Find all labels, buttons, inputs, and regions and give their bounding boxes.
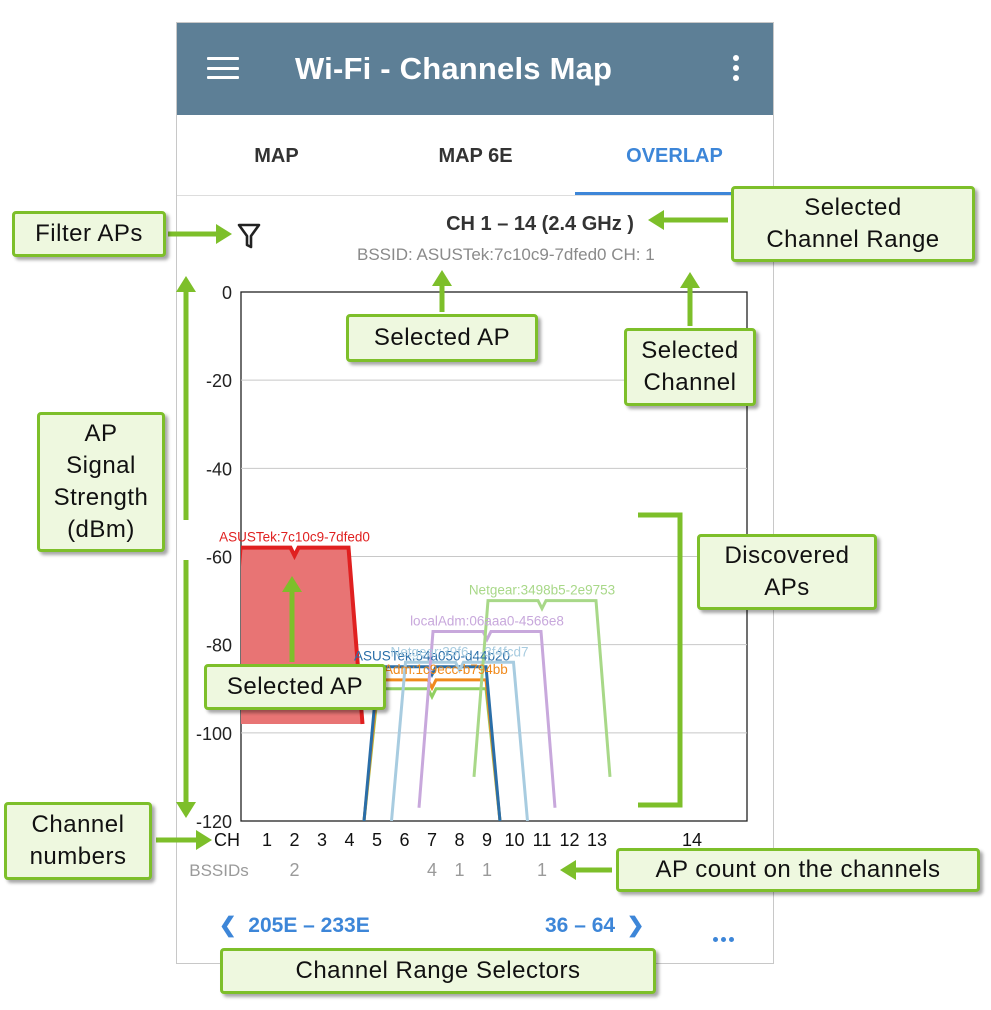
callout-channel-numbers: Channel numbers: [4, 802, 152, 880]
x-tick-label: 1: [262, 830, 272, 850]
callout-ap-signal-strength: AP Signal Strength (dBm): [37, 412, 165, 552]
tab-map[interactable]: MAP: [254, 145, 299, 167]
y-tick-label: -40: [206, 459, 232, 479]
arrow-channel-numbers-head: [196, 830, 212, 850]
x-tick-label: 5: [372, 830, 382, 850]
arrow-selected-ap-chart-head: [282, 576, 302, 592]
ap-signal-curve[interactable]: [390, 660, 529, 821]
x-tick-label: 3: [317, 830, 327, 850]
bssid-count: 4: [427, 860, 437, 880]
callout-channel-range-selectors: Channel Range Selectors: [220, 948, 656, 994]
arrow-selected-ap-top-head: [432, 270, 452, 286]
x-tick-label: 4: [344, 830, 354, 850]
filter-icon[interactable]: [237, 221, 261, 251]
x-tick-label: 6: [399, 830, 409, 850]
x-tick-label: 8: [454, 830, 464, 850]
ap-name-label: ASUSTek:7c10c9-7dfed0: [219, 530, 370, 545]
y-tick-label: -80: [206, 636, 232, 656]
chevron-left-icon: ❮: [219, 914, 237, 937]
app-title: Wi-Fi - Channels Map: [295, 51, 613, 86]
selected-bssid-label: BSSID: ASUSTek:7c10c9-7dfed0 CH: 1: [357, 245, 655, 264]
callout-ap-count: AP count on the channels: [616, 848, 980, 892]
bssid-count: 1: [482, 860, 492, 880]
x-tick-label: 9: [482, 830, 492, 850]
next-range-button[interactable]: 36 – 64 ❯: [545, 913, 644, 938]
x-tick-label: 2: [289, 830, 299, 850]
y-tick-label: -120: [196, 812, 232, 832]
arrow-ap-count-head: [560, 860, 576, 880]
ap-signal-curve[interactable]: [472, 599, 612, 778]
ap-signal-curve[interactable]: [417, 629, 557, 808]
arrow-signal-up-head: [176, 276, 196, 292]
x-tick-label: 10: [504, 830, 524, 850]
bssid-count-label: BSSIDs: [189, 861, 249, 880]
tab-map-6e[interactable]: MAP 6E: [438, 145, 513, 167]
app-bar: Wi-Fi - Channels Map: [177, 23, 773, 115]
callout-selected-ap-top: Selected AP: [346, 314, 538, 362]
ap-name-label: localAdm:1c9ecc-b794bb: [356, 662, 508, 677]
bssid-count: 2: [289, 860, 299, 880]
ap-name-label: localAdm:06aaa0-4566e8: [410, 613, 564, 628]
callout-discovered-aps: Discovered APs: [697, 534, 877, 610]
arrow-filter-head: [216, 224, 232, 244]
next-range-label: 36 – 64: [545, 914, 616, 937]
x-tick-label: 11: [533, 830, 552, 850]
callout-filter-aps: Filter APs: [12, 211, 166, 257]
x-tick-label: 14: [682, 830, 702, 850]
discovered-aps-bracket: [638, 512, 683, 808]
prev-range-label: 205E – 233E: [248, 914, 370, 937]
bssid-count: 1: [454, 860, 464, 880]
channel-range-title: CH 1 – 14 (2.4 GHz ): [446, 213, 634, 235]
callout-selected-channel: Selected Channel: [624, 328, 756, 406]
y-tick-label: -60: [206, 548, 232, 568]
x-tick-label: 13: [587, 830, 607, 850]
y-tick-label: 0: [222, 283, 232, 303]
x-axis-label: CH: [214, 830, 240, 850]
ap-name-label: Netgear:3498b5-2e9753: [469, 583, 615, 598]
y-tick-label: -20: [206, 371, 232, 391]
prev-range-button[interactable]: ❮ 205E – 233E: [219, 913, 370, 938]
ap-name-label: Netgear:39f6...-3f4fcd7: [390, 644, 528, 659]
arrow-channel-range-head: [648, 210, 664, 230]
bssid-count: 1: [537, 860, 547, 880]
arrow-selected-channel-head: [680, 272, 700, 288]
x-tick-label: 12: [559, 830, 579, 850]
callout-selected-ap-chart: Selected AP: [204, 664, 386, 710]
hamburger-menu-icon[interactable]: [207, 57, 239, 79]
more-horiz-icon[interactable]: [713, 929, 737, 947]
callout-selected-channel-range: Selected Channel Range: [731, 186, 975, 262]
more-vert-icon[interactable]: [733, 55, 741, 85]
y-tick-label: -100: [196, 724, 232, 744]
arrow-signal-down-head: [176, 802, 196, 818]
active-tab-indicator: [575, 192, 775, 195]
x-tick-label: 7: [427, 830, 437, 850]
ap-name-label: ASUSTek:54a050-d44b20: [354, 649, 510, 664]
chevron-right-icon: ❯: [626, 914, 645, 937]
tab-overlap[interactable]: OVERLAP: [626, 145, 723, 167]
tab-bar: MAP MAP 6E OVERLAP: [177, 115, 775, 196]
selected-ap-outline[interactable]: [227, 545, 365, 725]
